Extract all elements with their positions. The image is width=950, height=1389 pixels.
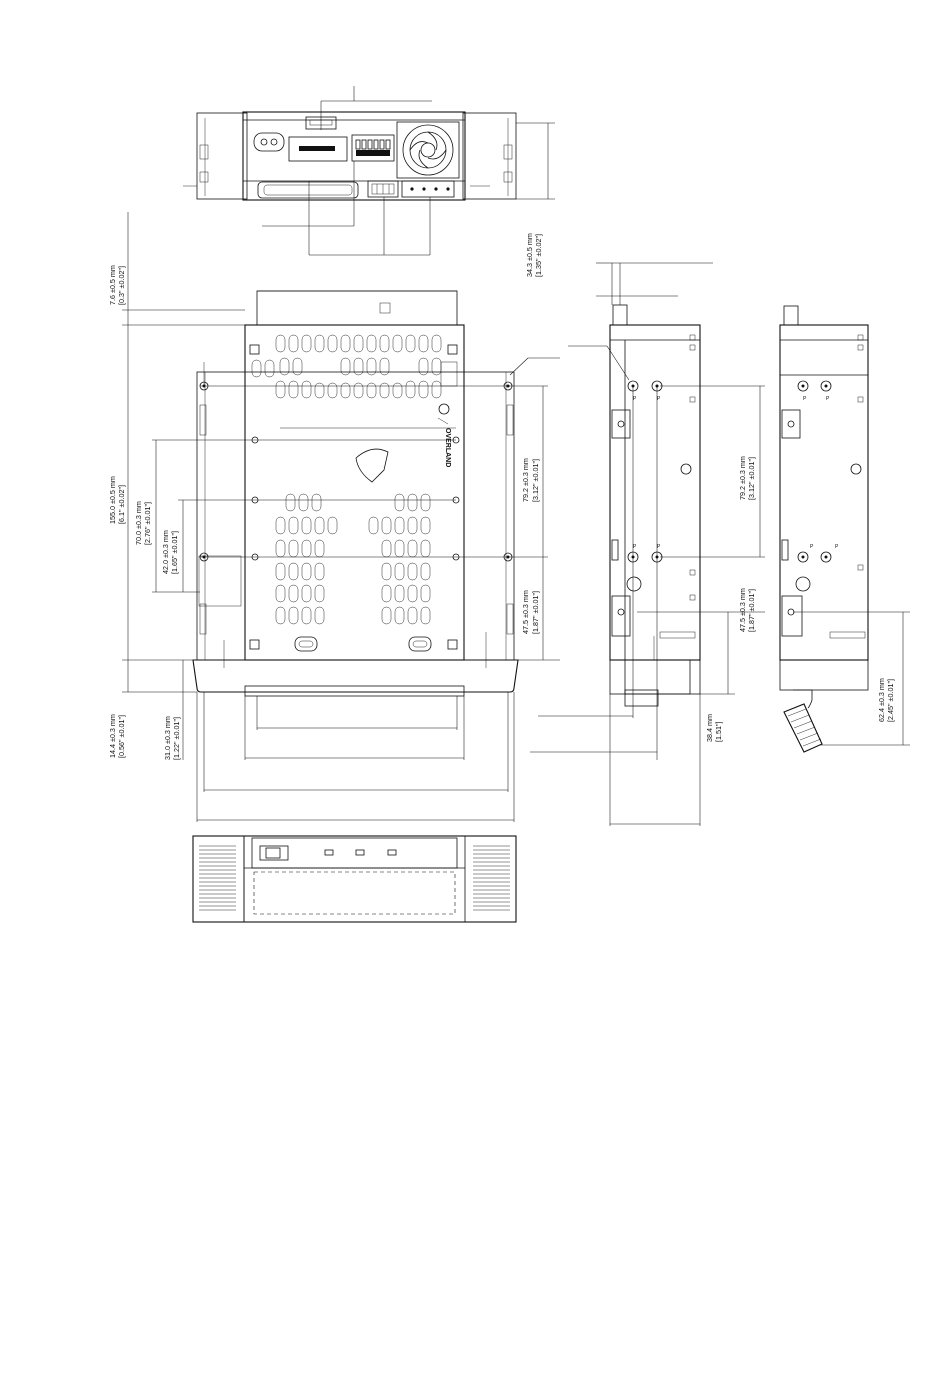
- dim-31-mm: 31.0 ±0.3 mm: [163, 716, 172, 760]
- dim-14-4-mm: 14.4 ±0.3 mm: [108, 714, 117, 758]
- front-vent-left: [199, 845, 236, 911]
- rear-view: [183, 86, 555, 256]
- dim-79-2-mm: 79.2 ±0.3 mm: [521, 458, 530, 502]
- point-marker: P: [633, 544, 637, 550]
- dimension-labels: 7.6 ±0.5 mm [0.3" ±0.02"] 34.3 ±0.5 mm […: [108, 233, 895, 760]
- dim-34-3-inch: [1.35" ±0.02"]: [534, 234, 543, 277]
- dim-155-mm: 155.0 ±0.5 mm: [108, 476, 117, 524]
- dim-7-6-inch: [0.3" ±0.02"]: [117, 266, 126, 305]
- point-marker: P: [835, 544, 839, 550]
- dim-62-4-inch: [2.45" ±0.01"]: [886, 679, 895, 722]
- dim-7-6-mm: 7.6 ±0.5 mm: [108, 265, 117, 305]
- dim-47-5-side-mm: 47.5 ±0.3 mm: [738, 588, 747, 632]
- dim-42-mm: 42.0 ±0.3 mm: [161, 530, 170, 574]
- brand-label: OVERLAND: [444, 428, 451, 467]
- side-view-left: P P P P: [530, 262, 765, 826]
- front-view: [192, 835, 517, 923]
- point-marker: P: [657, 396, 661, 402]
- point-marker: P: [810, 544, 814, 550]
- dim-14-4-inch: [0.56" ±0.01"]: [117, 715, 126, 758]
- vent-slots: [251, 334, 458, 625]
- shield-logo-icon: [355, 448, 389, 483]
- dim-31-inch: [1.22" ±0.01"]: [172, 717, 181, 760]
- dim-34-3-mm: 34.3 ±0.5 mm: [525, 233, 534, 277]
- dim-62-4-mm: 62.4 ±0.3 mm: [877, 678, 886, 722]
- led-indicator: [324, 849, 334, 856]
- dim-70-inch: [2.76" ±0.01"]: [143, 502, 152, 545]
- mount-holes: [199, 344, 513, 650]
- dim-38-4-inch: [1.51"]: [714, 721, 723, 742]
- front-vent-right: [473, 845, 510, 911]
- point-marker: P: [803, 396, 807, 402]
- dim-155-inch: [6.1" ±0.02"]: [117, 485, 126, 524]
- led-indicator: [387, 849, 397, 856]
- fan-icon: [396, 121, 460, 179]
- dip-switches: [355, 139, 391, 156]
- led-indicator: [355, 849, 365, 856]
- dim-79-2-inch: [3.12" ±0.01"]: [531, 459, 540, 502]
- point-marker: P: [657, 544, 661, 550]
- dim-70-mm: 70.0 ±0.3 mm: [134, 501, 143, 545]
- dim-47-5-side-inch: [1.87" ±0.01"]: [747, 589, 756, 632]
- side-view-right: P P P P: [779, 305, 910, 753]
- top-view-dimensions: [122, 212, 560, 822]
- dim-42-inch: [1.65" ±0.01"]: [170, 531, 179, 574]
- point-marker: P: [633, 396, 637, 402]
- dim-38-4-mm: 38.4 mm: [705, 714, 714, 742]
- dim-79-2-side-inch: [3.12" ±0.01"]: [747, 457, 756, 500]
- point-marker: P: [826, 396, 830, 402]
- dim-47-5-inch: [1.87" ±0.01"]: [531, 591, 540, 634]
- dim-47-5-mm: 47.5 ±0.3 mm: [521, 590, 530, 634]
- dim-79-2-side-mm: 79.2 ±0.3 mm: [738, 456, 747, 500]
- top-view: OVERLAND: [192, 290, 519, 697]
